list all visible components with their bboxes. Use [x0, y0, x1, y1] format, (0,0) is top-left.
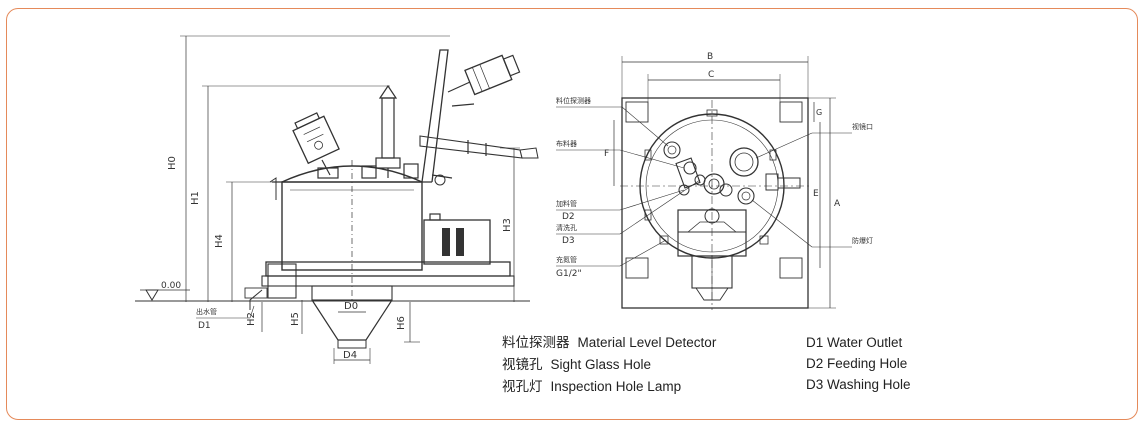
dim-h2: H2	[246, 312, 257, 326]
callout-sight-glass-cn: 视镜口	[852, 122, 873, 131]
legend-row-d3: D3 Washing Hole	[806, 377, 911, 392]
dim-h3: H3	[502, 218, 513, 232]
dim-g: G	[816, 108, 822, 117]
legend-left: 料位探测器 Material Level Detector 视镜孔 Sight Gl…	[502, 332, 716, 398]
dim-h6: H6	[396, 316, 407, 330]
dim-e: E	[813, 189, 819, 199]
legend-row-d2: D2 Feeding Hole	[806, 356, 908, 371]
callout-water-outlet-cn: 出水管	[196, 307, 217, 316]
legend-row-level-detector: 料位探测器 Material Level Detector	[502, 332, 716, 354]
dim-d0: D0	[344, 301, 358, 312]
side-view: 0.00	[135, 35, 539, 364]
legend-row-inspection-lamp: 视孔灯 Inspection Hole Lamp	[502, 376, 716, 398]
callout-d3: D3	[562, 236, 575, 246]
legend-row-sight-glass: 视镜孔 Sight Glass Hole	[502, 354, 716, 376]
dim-c: C	[708, 70, 714, 80]
callout-feeding-cn: 加料管	[556, 199, 577, 208]
callout-d2: D2	[562, 212, 575, 222]
dim-h1: H1	[190, 191, 201, 205]
diagram-frame	[6, 8, 1138, 420]
legend-en: Material Level Detector	[577, 335, 717, 350]
ground-level-label: 0.00	[161, 281, 181, 291]
dim-d4: D4	[343, 350, 357, 361]
callout-g12: G1/2"	[556, 269, 582, 279]
callout-d1: D1	[198, 321, 211, 331]
dim-a: A	[834, 199, 841, 209]
callout-level-detector-cn: 料位探测器	[556, 96, 591, 105]
legend-cn: 视镜孔	[502, 357, 543, 373]
legend-cn: 视孔灯	[502, 379, 543, 395]
callout-washing-cn: 清洗孔	[556, 223, 577, 232]
legend-right: D1 Water Outlet D2 Feeding Hole D3 Washi…	[806, 332, 911, 395]
callout-lamp-cn: 防爆灯	[852, 236, 873, 245]
dim-b: B	[707, 52, 713, 62]
top-view: B C A E G F 料位探测器 布料器 加料管 D2 清洗孔 D3	[556, 52, 873, 310]
dim-h0: H0	[167, 156, 178, 170]
legend-row-d1: D1 Water Outlet	[806, 335, 903, 350]
legend-en: Inspection Hole Lamp	[550, 379, 682, 394]
dim-h5: H5	[290, 312, 301, 326]
legend-cn: 料位探测器	[502, 335, 570, 351]
callout-material-cn: 布料器	[556, 139, 577, 148]
dim-f: F	[604, 149, 609, 159]
callout-vent-cn: 充氮管	[556, 255, 577, 264]
dim-h4: H4	[214, 234, 225, 248]
legend-en: Sight Glass Hole	[550, 357, 652, 372]
